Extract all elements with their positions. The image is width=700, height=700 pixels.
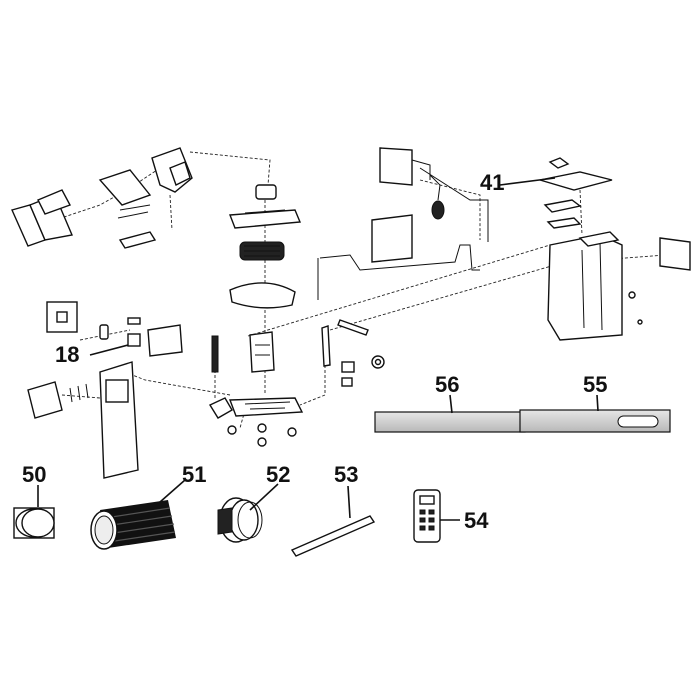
control-panel-assembly (27, 301, 233, 479)
callout-51: 51 (182, 462, 206, 487)
callout-53: 53 (334, 462, 358, 487)
exhaust-hose-part (90, 500, 176, 550)
callout-54: 54 (464, 508, 489, 533)
callout-52: 52 (266, 462, 290, 487)
callout-labels: 41 18 56 55 50 51 52 53 54 (22, 170, 607, 533)
callout-41: 41 (480, 170, 504, 195)
callout-55: 55 (583, 372, 607, 397)
window-slider-kit (374, 409, 671, 433)
front-louver-assembly (11, 147, 193, 249)
window-adapter-part (13, 507, 55, 539)
rear-cabinet-assembly (539, 157, 691, 341)
drain-hose-part (290, 515, 376, 557)
callout-50: 50 (22, 462, 46, 487)
remote-control-part (413, 489, 441, 543)
fan-motor-stack (227, 184, 304, 447)
coil-and-pipe-assembly (317, 147, 489, 300)
drain-components (321, 319, 385, 387)
callout-56: 56 (435, 372, 459, 397)
callout-18: 18 (55, 342, 79, 367)
callout-leader-lines (37, 177, 599, 521)
